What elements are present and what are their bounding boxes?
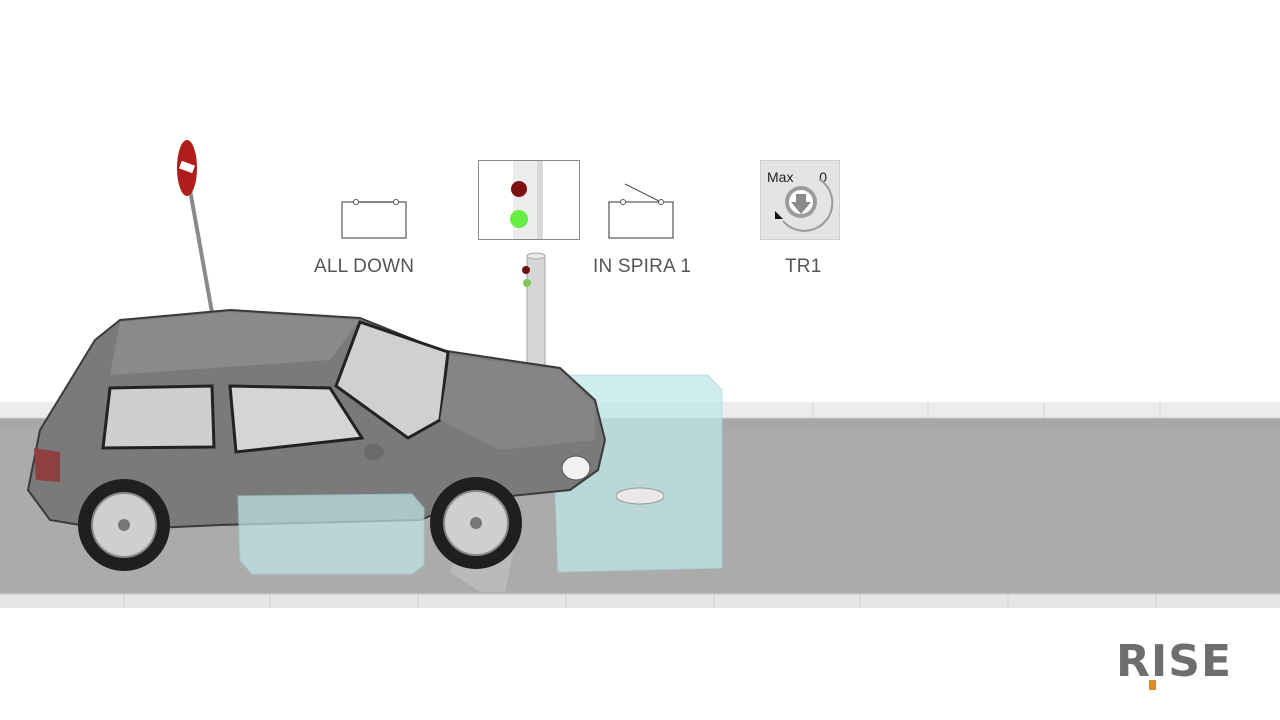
detection-loop-left (237, 493, 425, 575)
timer-tr1-label: TR1 (785, 256, 822, 277)
timer-dial-icon (775, 178, 834, 232)
traffic-light-pole (522, 252, 546, 368)
switch-open-icon (608, 183, 674, 239)
traffic-light-icon (510, 161, 543, 239)
no-entry-sign (177, 140, 215, 319)
all-down-switch[interactable] (340, 196, 408, 240)
timer-value: 0 (819, 169, 827, 185)
car (26, 308, 607, 571)
rise-logo: RISE (1116, 636, 1232, 687)
timer-tr1[interactable]: Max 0 (760, 160, 840, 240)
all-down-label: ALL DOWN (314, 256, 415, 277)
timer-max-label: Max (767, 169, 794, 185)
switch-closed-icon (341, 199, 407, 239)
in-spira-1-label: IN SPIRA 1 (593, 256, 692, 277)
logo-accent-mark (1149, 680, 1156, 690)
traffic-light-control[interactable] (478, 160, 580, 240)
in-spira-1-switch[interactable] (607, 182, 677, 240)
